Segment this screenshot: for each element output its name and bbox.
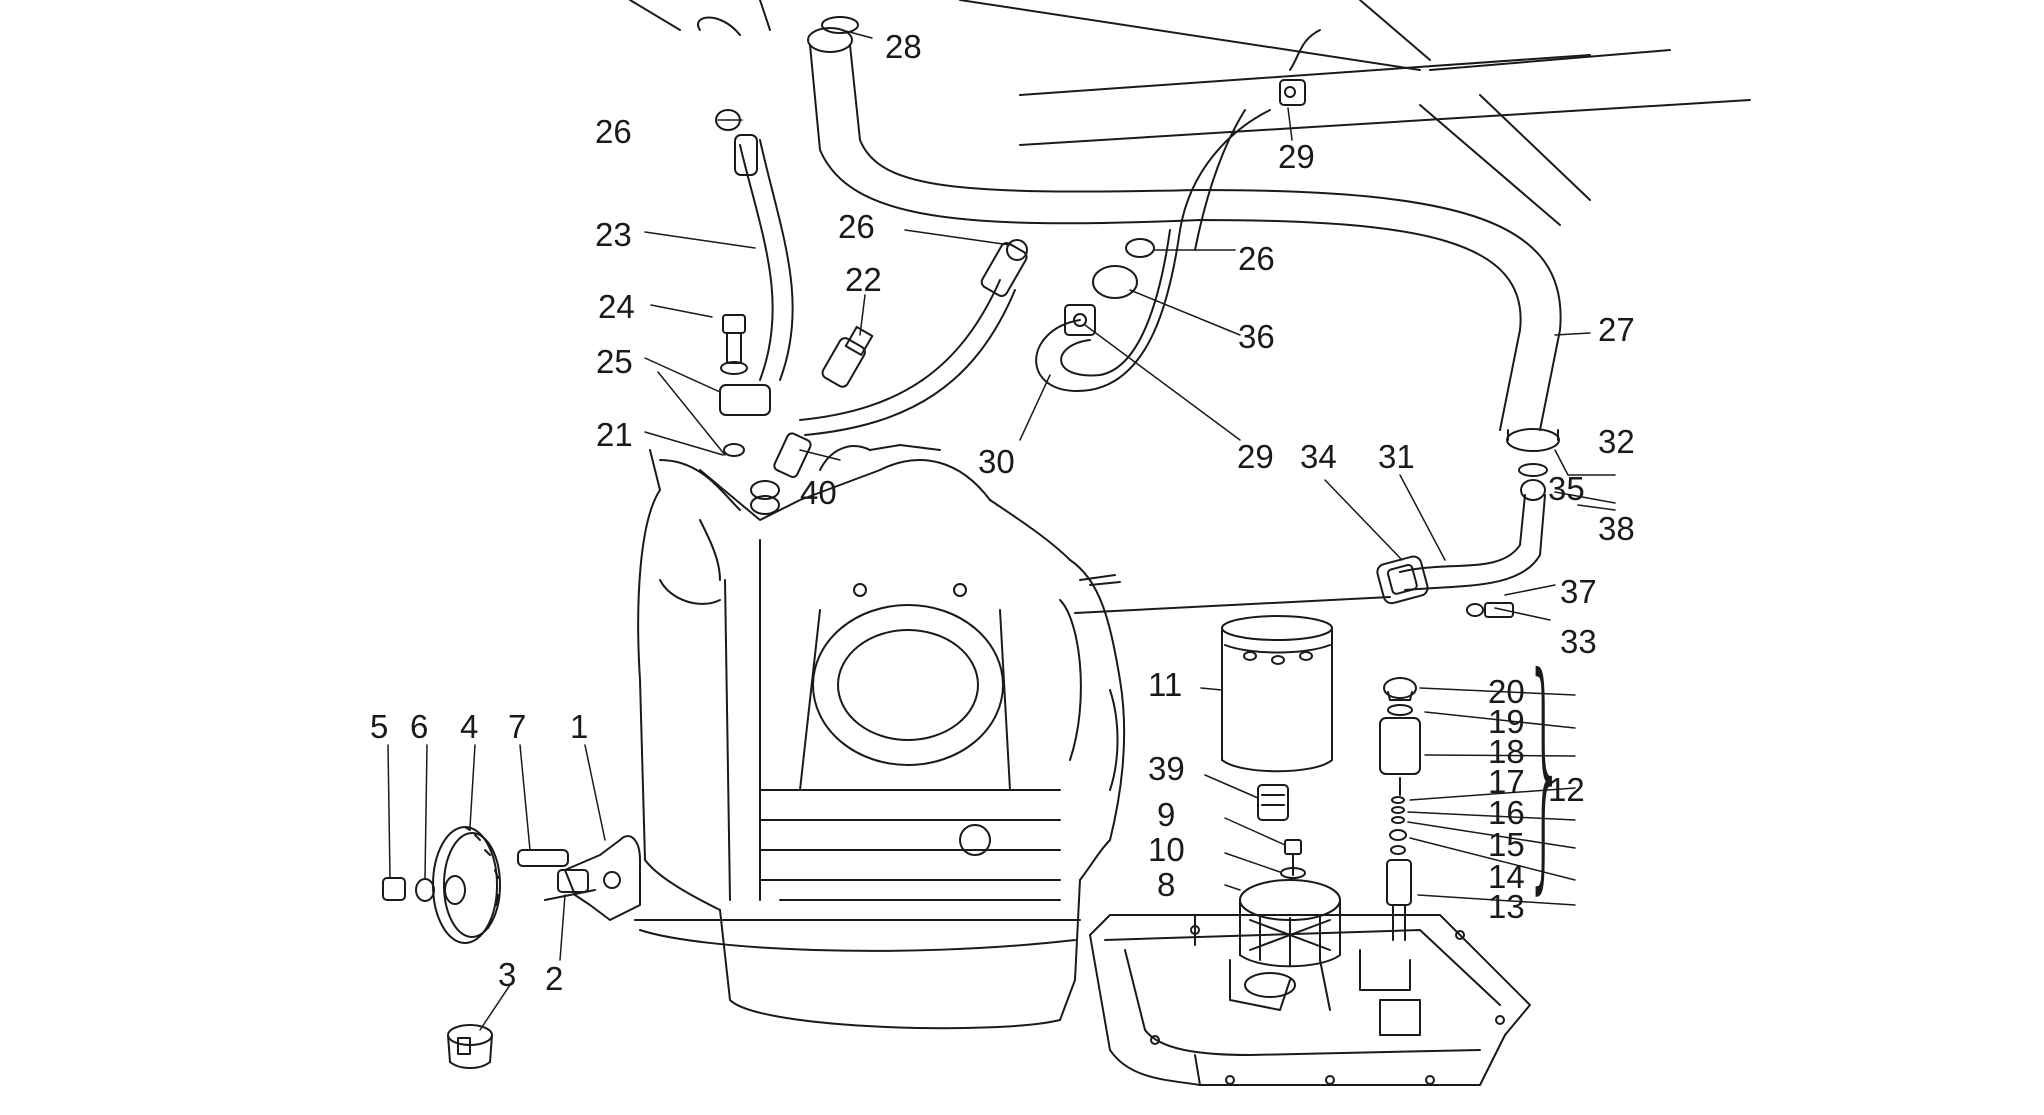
callout-16: 16: [1488, 794, 1525, 831]
sump-pan: [1089, 914, 1531, 1086]
sensor-22: [821, 325, 874, 388]
callout-39: 39: [1148, 750, 1185, 787]
callout-26a: 26: [595, 113, 632, 150]
crankcase: [634, 444, 1126, 1030]
callout-22: 22: [845, 261, 882, 298]
relief-valve-12: [1379, 677, 1421, 941]
callout-29b: 29: [1237, 438, 1274, 475]
gear-4: [432, 826, 501, 944]
shaft-line: [1074, 596, 1391, 614]
callout-3: 3: [498, 956, 517, 993]
callout-30: 30: [978, 443, 1015, 480]
callout-35: 35: [1548, 470, 1585, 507]
callout-7: 7: [508, 708, 527, 745]
callout-24: 24: [598, 288, 635, 325]
callout-38: 38: [1598, 510, 1635, 547]
hose-30: [1035, 79, 1306, 392]
strainer-8: [1239, 879, 1341, 968]
callout-26b: 26: [838, 208, 875, 245]
leader-lines: [387, 29, 1616, 1031]
callout-13: 13: [1488, 888, 1525, 925]
callout-18: 18: [1488, 733, 1525, 770]
callout-5: 5: [370, 708, 389, 745]
callout-26c: 26: [1238, 240, 1275, 277]
callout-20: 20: [1488, 673, 1525, 710]
callout-19: 19: [1488, 703, 1525, 740]
callout-29a: 29: [1278, 138, 1315, 175]
bolt-9: [1280, 839, 1306, 879]
callout-36: 36: [1238, 318, 1275, 355]
callout-25: 25: [596, 343, 633, 380]
callout-10: 10: [1148, 831, 1185, 868]
bushing-3: [447, 1024, 493, 1069]
callout-15: 15: [1488, 826, 1525, 863]
callout-2: 2: [545, 960, 564, 997]
pipe-31: [1376, 428, 1560, 618]
callout-1: 1: [570, 708, 589, 745]
callout-31: 31: [1378, 438, 1415, 475]
oil-pump-1: [517, 835, 641, 921]
callout-9: 9: [1157, 796, 1176, 833]
callout-21: 21: [596, 416, 633, 453]
callout-32: 32: [1598, 423, 1635, 460]
callout-40: 40: [800, 474, 837, 511]
frame-lines: [629, 0, 1751, 226]
hose-27: [807, 16, 1562, 431]
hose-23: [715, 109, 794, 381]
hose-26-middle: [799, 239, 1028, 436]
callout-12: 12: [1548, 771, 1585, 808]
nut-5-washer-6: [382, 877, 435, 902]
sensor-40: [773, 432, 812, 478]
callout-8: 8: [1157, 866, 1176, 903]
callout-33: 33: [1560, 623, 1597, 660]
callout-11: 11: [1148, 666, 1183, 703]
callout-37: 37: [1560, 573, 1597, 610]
group-brace-12: }: [1525, 624, 1565, 915]
oil-filter-11: [1221, 615, 1333, 773]
callout-14: 14: [1488, 858, 1525, 895]
callout-6: 6: [410, 708, 429, 745]
callout-28: 28: [885, 28, 922, 65]
callout-17: 17: [1488, 763, 1525, 800]
callout-4: 4: [460, 708, 479, 745]
bolt-24: [719, 314, 780, 515]
fitting-36-29: [1064, 238, 1155, 336]
fitting-39: [1257, 784, 1289, 821]
callout-34: 34: [1300, 438, 1337, 475]
callout-23: 23: [595, 216, 632, 253]
callout-27: 27: [1598, 311, 1635, 348]
